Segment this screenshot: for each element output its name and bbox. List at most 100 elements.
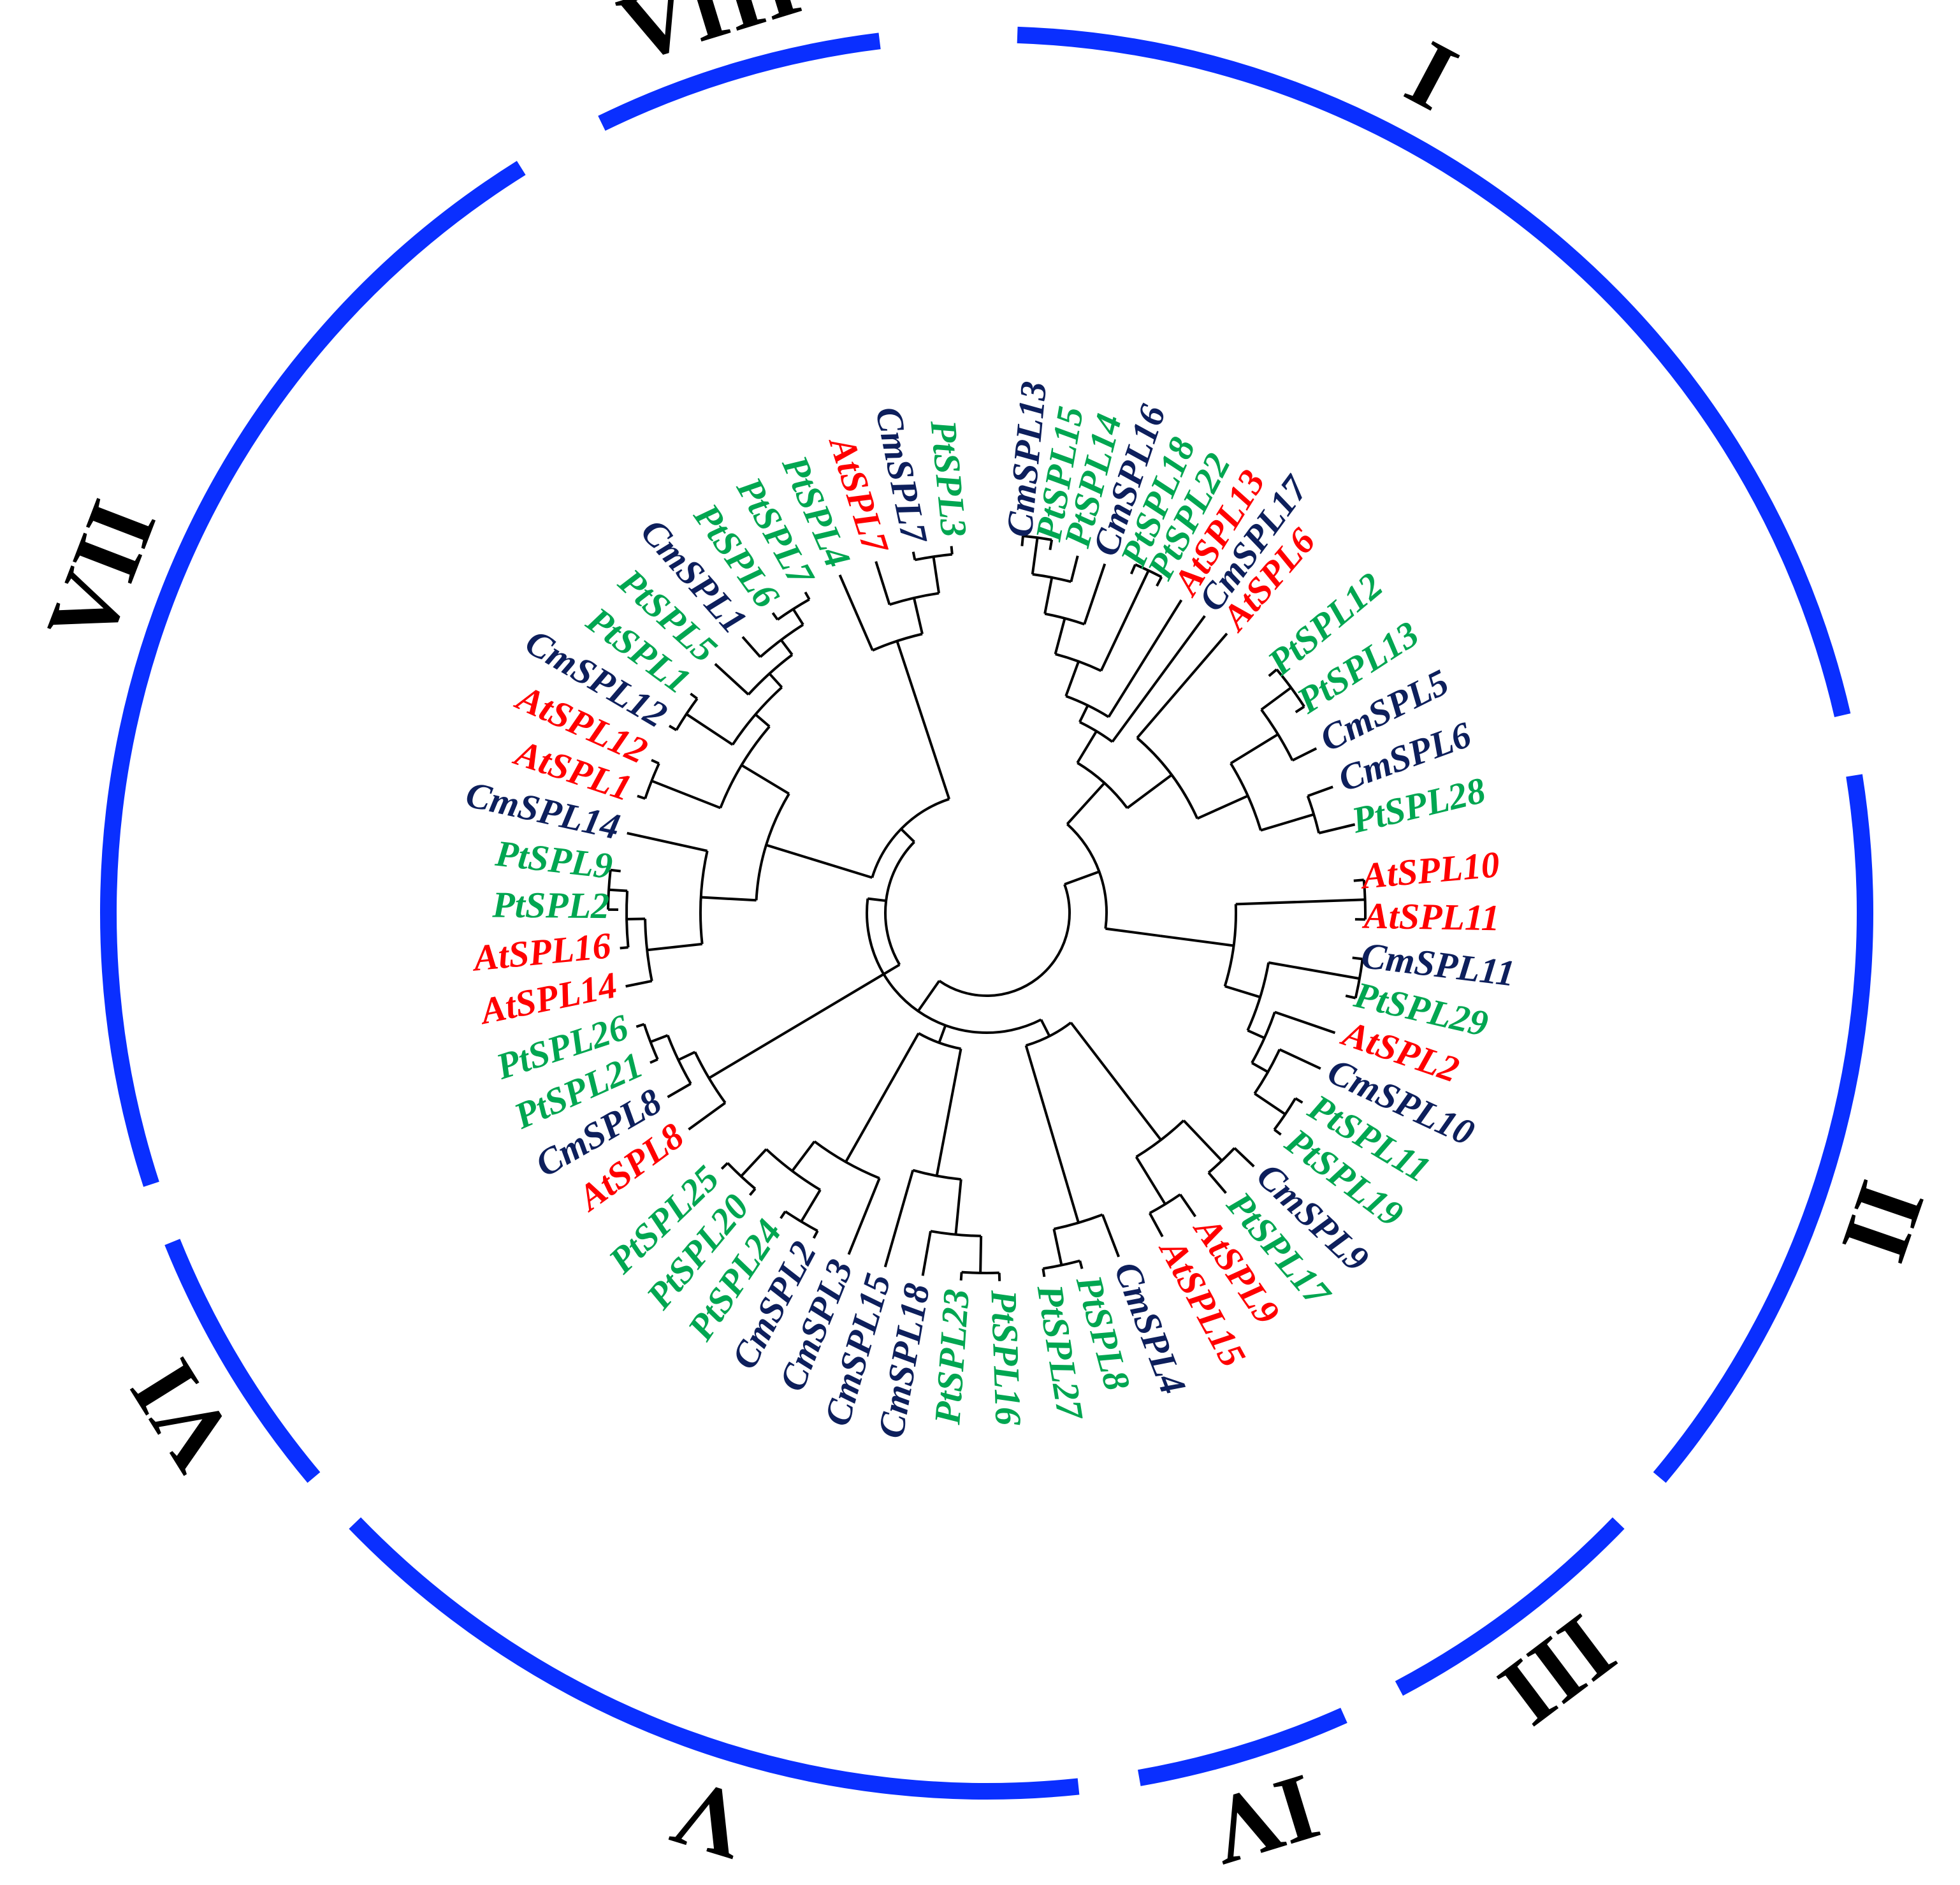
leaf-branch xyxy=(771,612,779,621)
leaf-branch xyxy=(1020,535,1024,546)
internal-branch xyxy=(1064,660,1080,697)
leaf-branch xyxy=(667,1082,692,1098)
clade-arc-IV xyxy=(1138,1707,1347,1786)
node-arc xyxy=(644,919,653,982)
node-arc xyxy=(1043,1259,1080,1270)
leaf-branch xyxy=(714,663,750,695)
internal-branch xyxy=(1230,733,1279,765)
internal-branch xyxy=(1135,1156,1166,1205)
clade-arc-I xyxy=(1017,26,1851,717)
leaf-branch xyxy=(1345,994,1356,1000)
internal-branch xyxy=(685,713,734,746)
node-arc xyxy=(1135,563,1163,578)
node-arc xyxy=(1273,1097,1297,1131)
node-arc xyxy=(765,1148,821,1191)
internal-branch xyxy=(800,1189,822,1223)
node-arc xyxy=(884,841,915,966)
node-arc xyxy=(1354,959,1364,999)
leaf-branch xyxy=(959,1272,963,1281)
internal-branch xyxy=(650,1034,669,1044)
node-arc xyxy=(1136,737,1199,819)
leaf-branch xyxy=(1156,576,1163,587)
clade-label-II: II xyxy=(1821,1169,1945,1274)
leaf-branch xyxy=(637,794,646,800)
internal-branch xyxy=(1052,1228,1063,1266)
leaf-branch xyxy=(1111,615,1206,743)
node-arc xyxy=(1055,653,1102,673)
node-arc xyxy=(1251,1011,1276,1064)
node-arc xyxy=(1135,1119,1185,1158)
leaf-branch xyxy=(875,561,891,606)
leaf-branch xyxy=(668,724,678,731)
leaf-branch xyxy=(1268,668,1278,678)
node-arc xyxy=(1223,904,1237,987)
node-arc xyxy=(813,1140,880,1180)
leaf-branch xyxy=(1136,632,1228,739)
leaf-branch xyxy=(1274,1010,1336,1035)
node-arc xyxy=(644,762,660,799)
leaf-branch xyxy=(1078,1260,1084,1269)
leaf-label: PtSPL23 xyxy=(926,1288,977,1427)
node-arc xyxy=(666,1035,692,1084)
node-arc xyxy=(755,793,790,901)
node-arc xyxy=(675,697,699,731)
internal-branch xyxy=(917,980,941,1012)
leaf-branch xyxy=(610,868,621,873)
clade-arc-VIII xyxy=(598,33,881,131)
leaf-branch xyxy=(911,551,917,560)
internal-branch xyxy=(1064,870,1100,886)
leaf-branch xyxy=(780,1211,787,1219)
node-arc xyxy=(1066,823,1108,929)
node-arc xyxy=(961,1270,999,1274)
internal-branch xyxy=(896,640,951,800)
internal-branch xyxy=(791,1140,816,1172)
clade-arc-V xyxy=(349,1517,1080,1800)
internal-branch xyxy=(651,780,721,810)
node-arc xyxy=(1053,1213,1103,1230)
internal-branch xyxy=(792,608,804,626)
internal-branch xyxy=(867,897,887,903)
internal-branch xyxy=(1235,898,1365,906)
leaf-branch xyxy=(1352,956,1363,961)
node-arc xyxy=(1065,695,1110,718)
leaf-branch xyxy=(838,574,874,651)
node-arc xyxy=(1246,962,1270,1031)
leaf-branch xyxy=(651,759,660,765)
internal-branch xyxy=(1260,687,1292,711)
internal-branch xyxy=(741,764,790,795)
clade-label-V: V xyxy=(661,1759,758,1881)
leaf-branch xyxy=(1344,823,1356,829)
leaf-branch xyxy=(748,1188,757,1197)
leaf-branch xyxy=(1295,1097,1303,1104)
leaf-branch xyxy=(650,1058,658,1064)
node-arc xyxy=(747,653,794,695)
node-arc xyxy=(1022,534,1052,541)
leaf-label: PtSPL16 xyxy=(983,1288,1029,1426)
clade-arc-III xyxy=(1395,1517,1625,1696)
internal-branch xyxy=(1247,1029,1265,1040)
clade-arcs xyxy=(100,26,1873,1800)
leaf-branch xyxy=(1070,555,1079,583)
internal-branch xyxy=(780,639,794,656)
leaf-branch xyxy=(1307,785,1333,797)
leaf-branch xyxy=(1107,599,1183,718)
leaf-branch xyxy=(1083,563,1107,625)
internal-branch xyxy=(935,1048,962,1177)
leaf-branch xyxy=(635,1023,645,1028)
internal-branch xyxy=(1031,537,1039,575)
node-arc xyxy=(693,1051,727,1104)
internal-branch xyxy=(1160,935,1234,947)
node-arc xyxy=(625,891,630,948)
node-arc xyxy=(912,1168,961,1181)
node-arc xyxy=(642,1023,659,1060)
node-arc xyxy=(699,850,709,945)
leaf-branch xyxy=(741,636,762,658)
internal-branch xyxy=(1040,1019,1051,1037)
leaf-branch xyxy=(812,1230,819,1239)
internal-branch xyxy=(883,963,901,975)
internal-branch xyxy=(1137,1109,1162,1141)
leaf-branch xyxy=(847,1177,881,1255)
leaf-branch xyxy=(688,1102,727,1131)
internal-branch xyxy=(1100,570,1150,672)
